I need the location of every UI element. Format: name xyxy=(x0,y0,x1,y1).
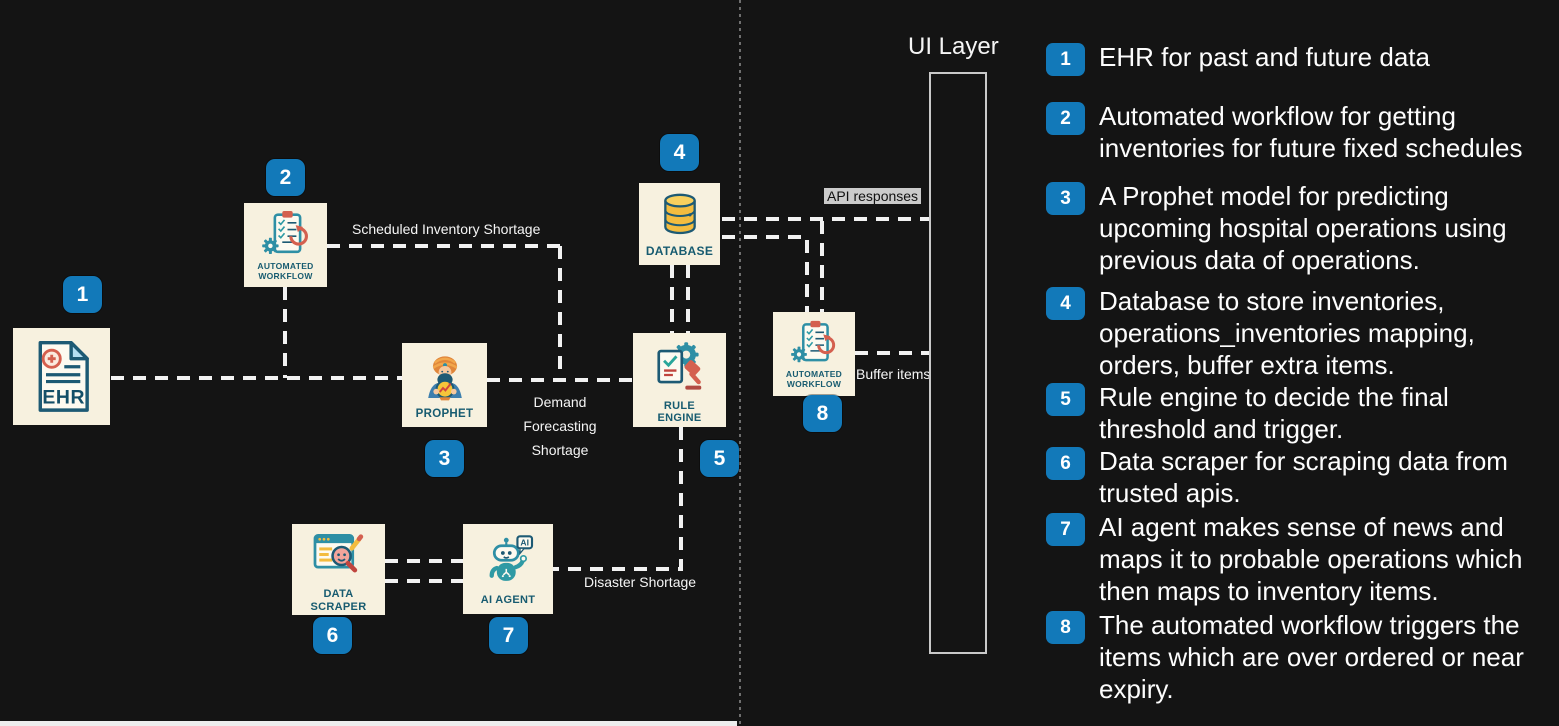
legend-number-badge: 4 xyxy=(1046,287,1085,320)
data-scraper-icon xyxy=(313,534,363,573)
legend-text-line: Rule engine to decide the final xyxy=(1099,382,1449,412)
legend-text-line: Data scraper for scraping data from xyxy=(1099,446,1508,476)
legend-item-4: 4 Database to store inventories, operati… xyxy=(1046,285,1551,381)
automated-workflow-icon xyxy=(791,321,836,363)
legend-number-badge: 7 xyxy=(1046,513,1085,546)
badge-2: 2 xyxy=(266,159,305,196)
legend-number-badge: 5 xyxy=(1046,383,1085,416)
legend-number-badge: 2 xyxy=(1046,102,1085,135)
ai-bubble-text: AI xyxy=(520,537,529,547)
edge-label-scheduled: Scheduled Inventory Shortage xyxy=(352,221,541,237)
legend-text-line: AI agent makes sense of news and xyxy=(1099,512,1504,542)
ai-agent-icon: AI xyxy=(489,535,534,581)
edge-label-api-responses: API responses xyxy=(824,188,922,204)
node-prophet: PROPHET xyxy=(402,343,487,427)
edge-label-demand-line1: Demand xyxy=(533,394,587,410)
legend-text-line: upcoming hospital operations using xyxy=(1099,213,1507,243)
legend-item-7: 7 AI agent makes sense of news and maps … xyxy=(1046,511,1551,607)
legend-text-line: trusted apis. xyxy=(1099,478,1241,508)
badge-3: 3 xyxy=(425,440,464,477)
node-label: DATA SCRAPER xyxy=(310,588,367,613)
legend-text-line: then maps to inventory items. xyxy=(1099,576,1439,606)
bottom-divider-strip xyxy=(0,721,737,726)
legend-text-line: Database to store inventories, xyxy=(1099,286,1445,316)
legend-number-badge: 6 xyxy=(1046,447,1085,480)
legend-text-line: maps it to probable operations which xyxy=(1099,544,1523,574)
node-rule-engine: RULE ENGINE xyxy=(633,333,726,427)
node-ehr: EHR xyxy=(13,328,110,425)
legend-item-6: 6 Data scraper for scraping data from tr… xyxy=(1046,445,1551,509)
legend-item-text: Rule engine to decide the final threshol… xyxy=(1099,381,1449,445)
node-data-scraper: DATA SCRAPER xyxy=(292,524,385,615)
legend-text-line: A Prophet model for predicting xyxy=(1099,181,1449,211)
node-label: AI AGENT xyxy=(480,593,536,606)
legend-item-text: AI agent makes sense of news and maps it… xyxy=(1099,511,1522,607)
edge-label-demand-line2: Forecasting xyxy=(523,418,597,434)
legend-text-line: The automated workflow triggers the xyxy=(1099,610,1520,640)
legend-text-line: orders, buffer extra items. xyxy=(1099,350,1395,380)
badge-4: 4 xyxy=(660,134,699,171)
legend-item-3: 3 A Prophet model for predicting upcomin… xyxy=(1046,180,1551,276)
legend-text-line: previous data of operations. xyxy=(1099,245,1420,275)
legend-text-line: inventories for future fixed schedules xyxy=(1099,133,1523,163)
legend-text-line: threshold and trigger. xyxy=(1099,414,1344,444)
badge-8: 8 xyxy=(803,395,842,432)
automated-workflow-icon xyxy=(261,211,308,255)
rule-engine-icon xyxy=(656,341,701,390)
legend-text-line: EHR for past and future data xyxy=(1099,42,1430,72)
legend-text-line: Automated workflow for getting xyxy=(1099,101,1456,131)
node-label: PROPHET xyxy=(415,407,474,420)
badge-5: 5 xyxy=(700,440,739,477)
badge-6: 6 xyxy=(313,617,352,654)
ui-layer-box xyxy=(929,72,987,654)
prophet-icon xyxy=(427,355,462,400)
edge-label-demand-line3: Shortage xyxy=(531,442,589,458)
ehr-document-icon: EHR xyxy=(38,340,89,412)
legend-number-badge: 1 xyxy=(1046,43,1085,76)
node-ai-agent: AI AI AGENT xyxy=(463,524,553,614)
legend-item-text: A Prophet model for predicting upcoming … xyxy=(1099,180,1507,276)
legend-item-5: 5 Rule engine to decide the final thresh… xyxy=(1046,381,1551,445)
node-label: RULE ENGINE xyxy=(657,399,702,424)
legend-item-text: Data scraper for scraping data from trus… xyxy=(1099,445,1508,509)
edge-label-disaster: Disaster Shortage xyxy=(584,574,697,590)
legend-text-line: items which are over ordered or near xyxy=(1099,642,1524,672)
node-label: AUTOMATED WORKFLOW xyxy=(257,261,314,281)
node-workflow-top: AUTOMATED WORKFLOW xyxy=(244,203,327,287)
legend-number-badge: 8 xyxy=(1046,611,1085,644)
database-icon xyxy=(663,193,696,235)
ehr-icon-text: EHR xyxy=(42,386,85,408)
legend-item-text: Automated workflow for getting inventori… xyxy=(1099,100,1522,164)
legend-number-badge: 3 xyxy=(1046,182,1085,215)
legend-item-text: Database to store inventories, operation… xyxy=(1099,285,1475,381)
node-label: AUTOMATED WORKFLOW xyxy=(785,369,843,389)
legend-item-text: The automated workflow triggers the item… xyxy=(1099,609,1524,705)
ui-layer-title: UI Layer xyxy=(908,33,999,60)
legend-item-8: 8 The automated workflow triggers the it… xyxy=(1046,609,1551,705)
legend: 1 EHR for past and future data 2 Automat… xyxy=(1046,41,1551,705)
edge-database-to-workflow-right xyxy=(722,235,809,312)
edge-ai-agent-to-rule-engine xyxy=(553,427,683,571)
badge-1: 1 xyxy=(63,276,102,313)
legend-text-line: expiry. xyxy=(1099,674,1174,704)
legend-text-line: operations_inventories mapping, xyxy=(1099,318,1475,348)
node-database: DATABASE xyxy=(639,183,720,265)
legend-item-1: 1 EHR for past and future data xyxy=(1046,41,1551,76)
legend-item-2: 2 Automated workflow for getting invento… xyxy=(1046,100,1551,164)
edge-label-buffer-items: Buffer items xyxy=(856,366,931,382)
node-label: DATABASE xyxy=(645,244,714,259)
badge-7: 7 xyxy=(489,617,528,654)
legend-item-text: EHR for past and future data xyxy=(1099,41,1430,73)
node-workflow-right: AUTOMATED WORKFLOW xyxy=(773,312,855,396)
